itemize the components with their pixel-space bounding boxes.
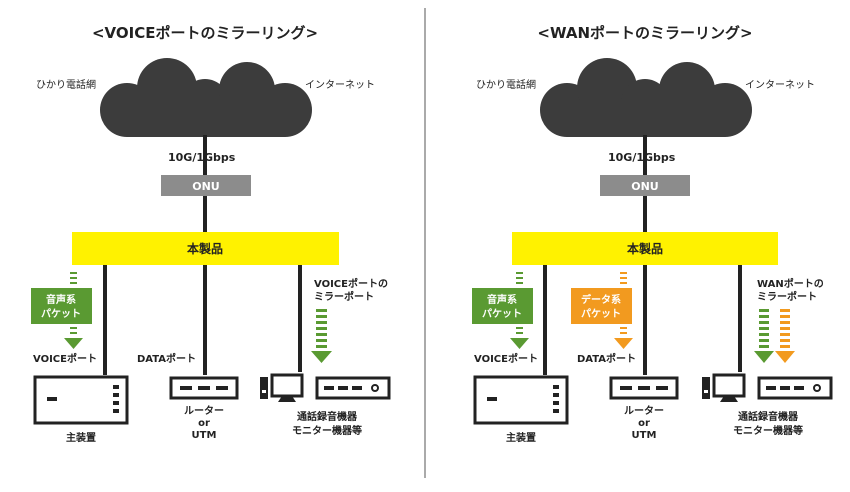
- left-router-label-1: ルーター: [184, 405, 224, 417]
- right-cloud-icon: [540, 58, 752, 137]
- right-voice-flow-label-1: 音声系: [487, 293, 517, 306]
- left-router-icon: [169, 376, 239, 400]
- right-router-label-1: ルーター: [624, 405, 664, 417]
- left-router-label-3: UTM: [192, 430, 217, 441]
- left-voice-flow-arrow: [31, 272, 92, 349]
- left-cloud-icon: [100, 58, 312, 137]
- right-voice-port-label: VOICEポート: [474, 352, 538, 365]
- left-recorder-label-2: モニター機器等: [292, 424, 362, 437]
- right-data-port-label: DATAポート: [577, 352, 636, 365]
- right-title: <WANポートのミラーリング>: [537, 24, 752, 42]
- left-speed-label: 10G/1Gbps: [168, 151, 236, 164]
- left-data-port-label: DATAポート: [137, 352, 196, 365]
- right-voice-flow-arrow: [472, 272, 533, 349]
- right-product-bar: [512, 232, 778, 265]
- right-recorder-label-1: 通話録音機器: [738, 410, 799, 423]
- right-recorder-label-2: モニター機器等: [733, 424, 803, 437]
- left-panel: <VOICEポートのミラーリング> ひかり電話網 インターネット 10G/1Gb…: [31, 24, 391, 444]
- right-main-unit-icon: [473, 375, 569, 425]
- right-data-flow-label-2: パケット: [581, 308, 621, 320]
- left-mirror-label-2: ミラーポート: [314, 290, 374, 303]
- left-main-unit-icon: [33, 375, 129, 425]
- right-data-flow-arrow: [571, 272, 633, 349]
- left-recorder-label-1: 通話録音機器: [297, 410, 358, 423]
- left-mirror-label-1: VOICEポートの: [314, 277, 388, 290]
- right-cloud-phone-label: ひかり電話網: [476, 78, 536, 91]
- left-title: <VOICEポートのミラーリング>: [92, 24, 318, 42]
- right-data-flow-label-1: データ系: [581, 293, 621, 306]
- left-cloud-internet-label: インターネット: [305, 79, 375, 91]
- right-router-icon: [609, 376, 679, 400]
- right-onu-box: [600, 175, 690, 196]
- right-pc-icon: [700, 373, 746, 404]
- left-router-label-2: or: [198, 418, 210, 429]
- right-voice-flow-label-2: パケット: [482, 308, 522, 320]
- left-pc-icon: [258, 373, 304, 404]
- right-panel: <WANポートのミラーリング> ひかり電話網 インターネット 10G/1Gbps…: [472, 24, 833, 444]
- right-main-unit-label: 主装置: [506, 431, 536, 444]
- left-onu-label: ONU: [192, 180, 220, 193]
- right-mirror-data-flow-arrow: [775, 309, 795, 363]
- right-router-label-2: or: [638, 418, 650, 429]
- right-speed-label: 10G/1Gbps: [608, 151, 676, 164]
- right-cloud-internet-label: インターネット: [745, 79, 815, 91]
- right-router-label-3: UTM: [632, 430, 657, 441]
- left-main-unit-label: 主装置: [66, 431, 96, 444]
- left-mirror-flow-arrow: [311, 309, 332, 363]
- left-product-bar: [72, 232, 339, 265]
- left-product-label: 本製品: [187, 241, 223, 256]
- left-onu-box: [161, 175, 251, 196]
- left-recorder-icon: [315, 376, 391, 400]
- right-mirror-voice-flow-arrow: [754, 309, 774, 363]
- right-mirror-label-2: ミラーポート: [757, 290, 817, 303]
- right-mirror-label-1: WANポートの: [757, 277, 824, 290]
- right-onu-label: ONU: [631, 180, 659, 193]
- left-cloud-phone-label: ひかり電話網: [36, 78, 96, 91]
- right-recorder-icon: [757, 376, 833, 400]
- left-voice-port-label: VOICEポート: [33, 352, 97, 365]
- left-voice-flow-label-1: 音声系: [46, 293, 76, 306]
- right-product-label: 本製品: [627, 241, 663, 256]
- left-voice-flow-label-2: パケット: [41, 308, 81, 320]
